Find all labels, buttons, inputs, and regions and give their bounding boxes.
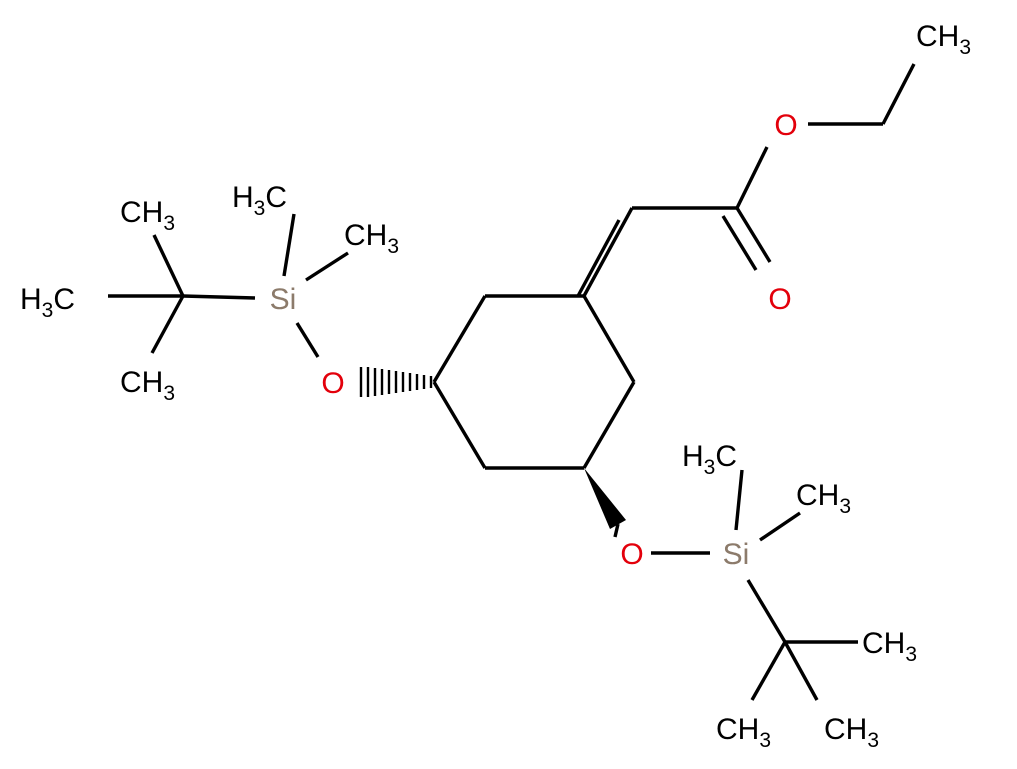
bond-si-methyl-right-left [305,251,349,282]
right-tbu-ch3-bottom-left-label: CH3 [716,713,771,752]
hashed-wedge-bond [359,367,433,397]
left-silyl-oxygen-label: O [321,367,344,400]
right-si-methyl-right-label: CH3 [796,479,851,518]
bond-tbu-c-ch3-bottom-left [150,295,185,354]
bond-tbu-c-ch3-bl-right [750,641,787,701]
bond-ring-5 [582,381,636,469]
carbonyl-oxygen-label: O [768,283,791,316]
bond-si-methyl-right-right [759,511,801,542]
left-tbu-ch3-left-label: H3C [20,283,75,322]
bonds [108,63,916,701]
bond-ring-o-right [613,523,620,538]
bond-ring-2 [432,295,487,383]
right-silyl-oxygen-label: O [620,538,643,571]
left-silicon-label: Si [270,283,297,316]
bond-si-tbu-c-right [746,579,787,643]
bond-o-si-left [295,322,320,358]
left-tbu-ch3-bottom-label: CH3 [120,366,175,405]
right-si-methyl-top-label: H3C [682,440,737,479]
bond-tbu-c-ch3-top-left [152,234,185,297]
left-tbu-ch3-top-label: CH3 [120,196,175,235]
bond-si-tbu-c-left [182,294,256,300]
bond-carbonyl-c-o-2 [721,215,758,271]
ethyl-ch3-label: CH3 [916,20,971,59]
methyl-labels: CH3 H3C CH3 CH3 H3C CH3 H3C CH3 CH3 CH3 [20,20,971,752]
bond-exocyclic-double-2 [576,219,621,297]
right-tbu-ch3-bottom-right-label: CH3 [824,713,879,752]
atom-labels: O O O O Si Si [270,109,798,571]
left-si-methyl-top-label: H3C [232,181,287,220]
bond-tbu-c-ch3-br-right [783,641,819,701]
bond-ring-6 [582,295,636,383]
right-tbu-ch3-right-label: CH3 [862,627,917,666]
bond-si-methyl-top-left [282,213,296,277]
bond-ch3-ch2 [881,63,916,125]
bond-ring-3 [432,381,487,469]
left-si-methyl-right-label: CH3 [344,219,399,258]
right-silicon-label: Si [723,538,750,571]
bond-si-methyl-top-right [734,469,744,531]
solid-wedge-bond [584,468,626,529]
ether-oxygen-label: O [774,109,797,142]
bond-o-ether-carbonyl-c [735,146,769,209]
bond-exocyclic-double-1 [582,207,634,297]
bond-carbonyl-c-o-1 [735,207,772,263]
